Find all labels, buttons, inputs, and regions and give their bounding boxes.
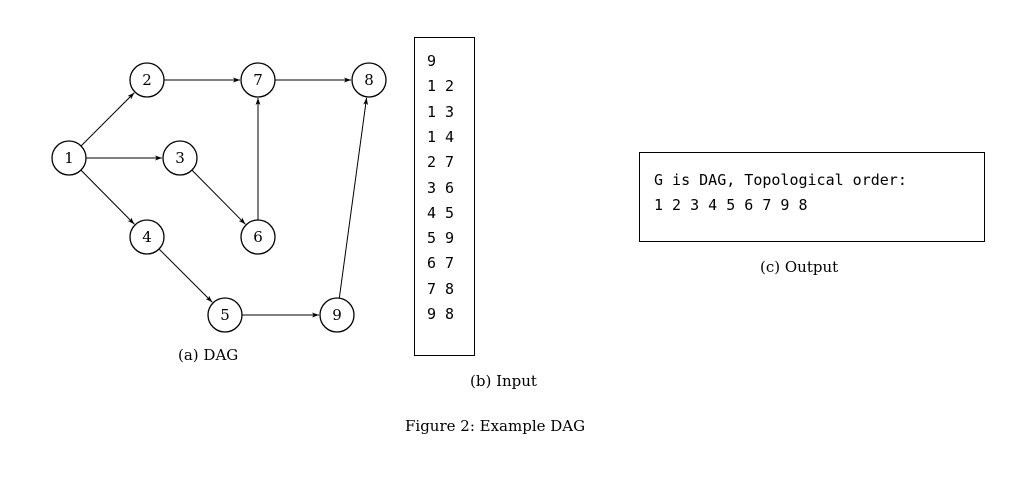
input-line: 2 7 — [427, 153, 455, 172]
input-line: 9 — [427, 52, 437, 70]
node-2: 2 — [129, 62, 165, 98]
node-9: 9 — [319, 297, 355, 333]
node-label: 8 — [364, 71, 374, 89]
dag-caption: (a) DAG — [178, 346, 239, 364]
node-1: 1 — [51, 140, 87, 176]
node-circle — [240, 219, 276, 255]
input-box: 9 1 2 1 3 1 4 2 7 3 6 4 5 5 9 6 7 7 8 9 8 — [414, 37, 475, 356]
node-label: 3 — [175, 149, 185, 167]
node-7: 7 — [240, 62, 276, 98]
node-circle — [207, 297, 243, 333]
node-3: 3 — [162, 140, 198, 176]
node-label: 2 — [142, 71, 152, 89]
node-5: 5 — [207, 297, 243, 333]
output-line-2: 1 2 3 4 5 6 7 9 8 — [654, 196, 808, 214]
node-circle — [319, 297, 355, 333]
input-line: 1 2 — [427, 77, 455, 96]
node-label: 9 — [332, 306, 342, 324]
input-line: 3 6 — [427, 178, 455, 197]
node-label: 6 — [253, 228, 263, 246]
input-line: 5 9 — [427, 229, 455, 248]
edge-4-5 — [158, 248, 213, 303]
node-circle — [129, 219, 165, 255]
node-8: 8 — [351, 62, 387, 98]
node-circle — [129, 62, 165, 98]
output-box: G is DAG, Topological order: 1 2 3 4 5 6… — [639, 152, 985, 242]
input-line: 1 3 — [427, 102, 455, 121]
edge-1-4 — [80, 169, 135, 225]
node-circle — [240, 62, 276, 98]
node-label: 1 — [64, 149, 74, 167]
node-label: 4 — [142, 228, 152, 246]
node-circle — [351, 62, 387, 98]
node-label: 5 — [220, 306, 230, 324]
node-circle — [51, 140, 87, 176]
node-4: 4 — [129, 219, 165, 255]
edge-3-6 — [191, 169, 246, 225]
input-caption: (b) Input — [470, 372, 537, 390]
edge-9-8 — [338, 97, 369, 299]
input-line: 1 4 — [427, 127, 455, 146]
output-line-1: G is DAG, Topological order: — [654, 171, 907, 189]
input-line: 9 8 — [427, 305, 455, 323]
edge-1-2 — [80, 92, 135, 147]
figure-caption: Figure 2: Example DAG — [405, 417, 586, 435]
node-6: 6 — [240, 219, 276, 255]
input-line: 7 8 — [427, 279, 455, 298]
output-caption: (c) Output — [760, 258, 839, 276]
input-line: 6 7 — [427, 254, 455, 273]
node-label: 7 — [253, 71, 263, 89]
input-line: 4 5 — [427, 203, 455, 222]
node-circle — [162, 140, 198, 176]
